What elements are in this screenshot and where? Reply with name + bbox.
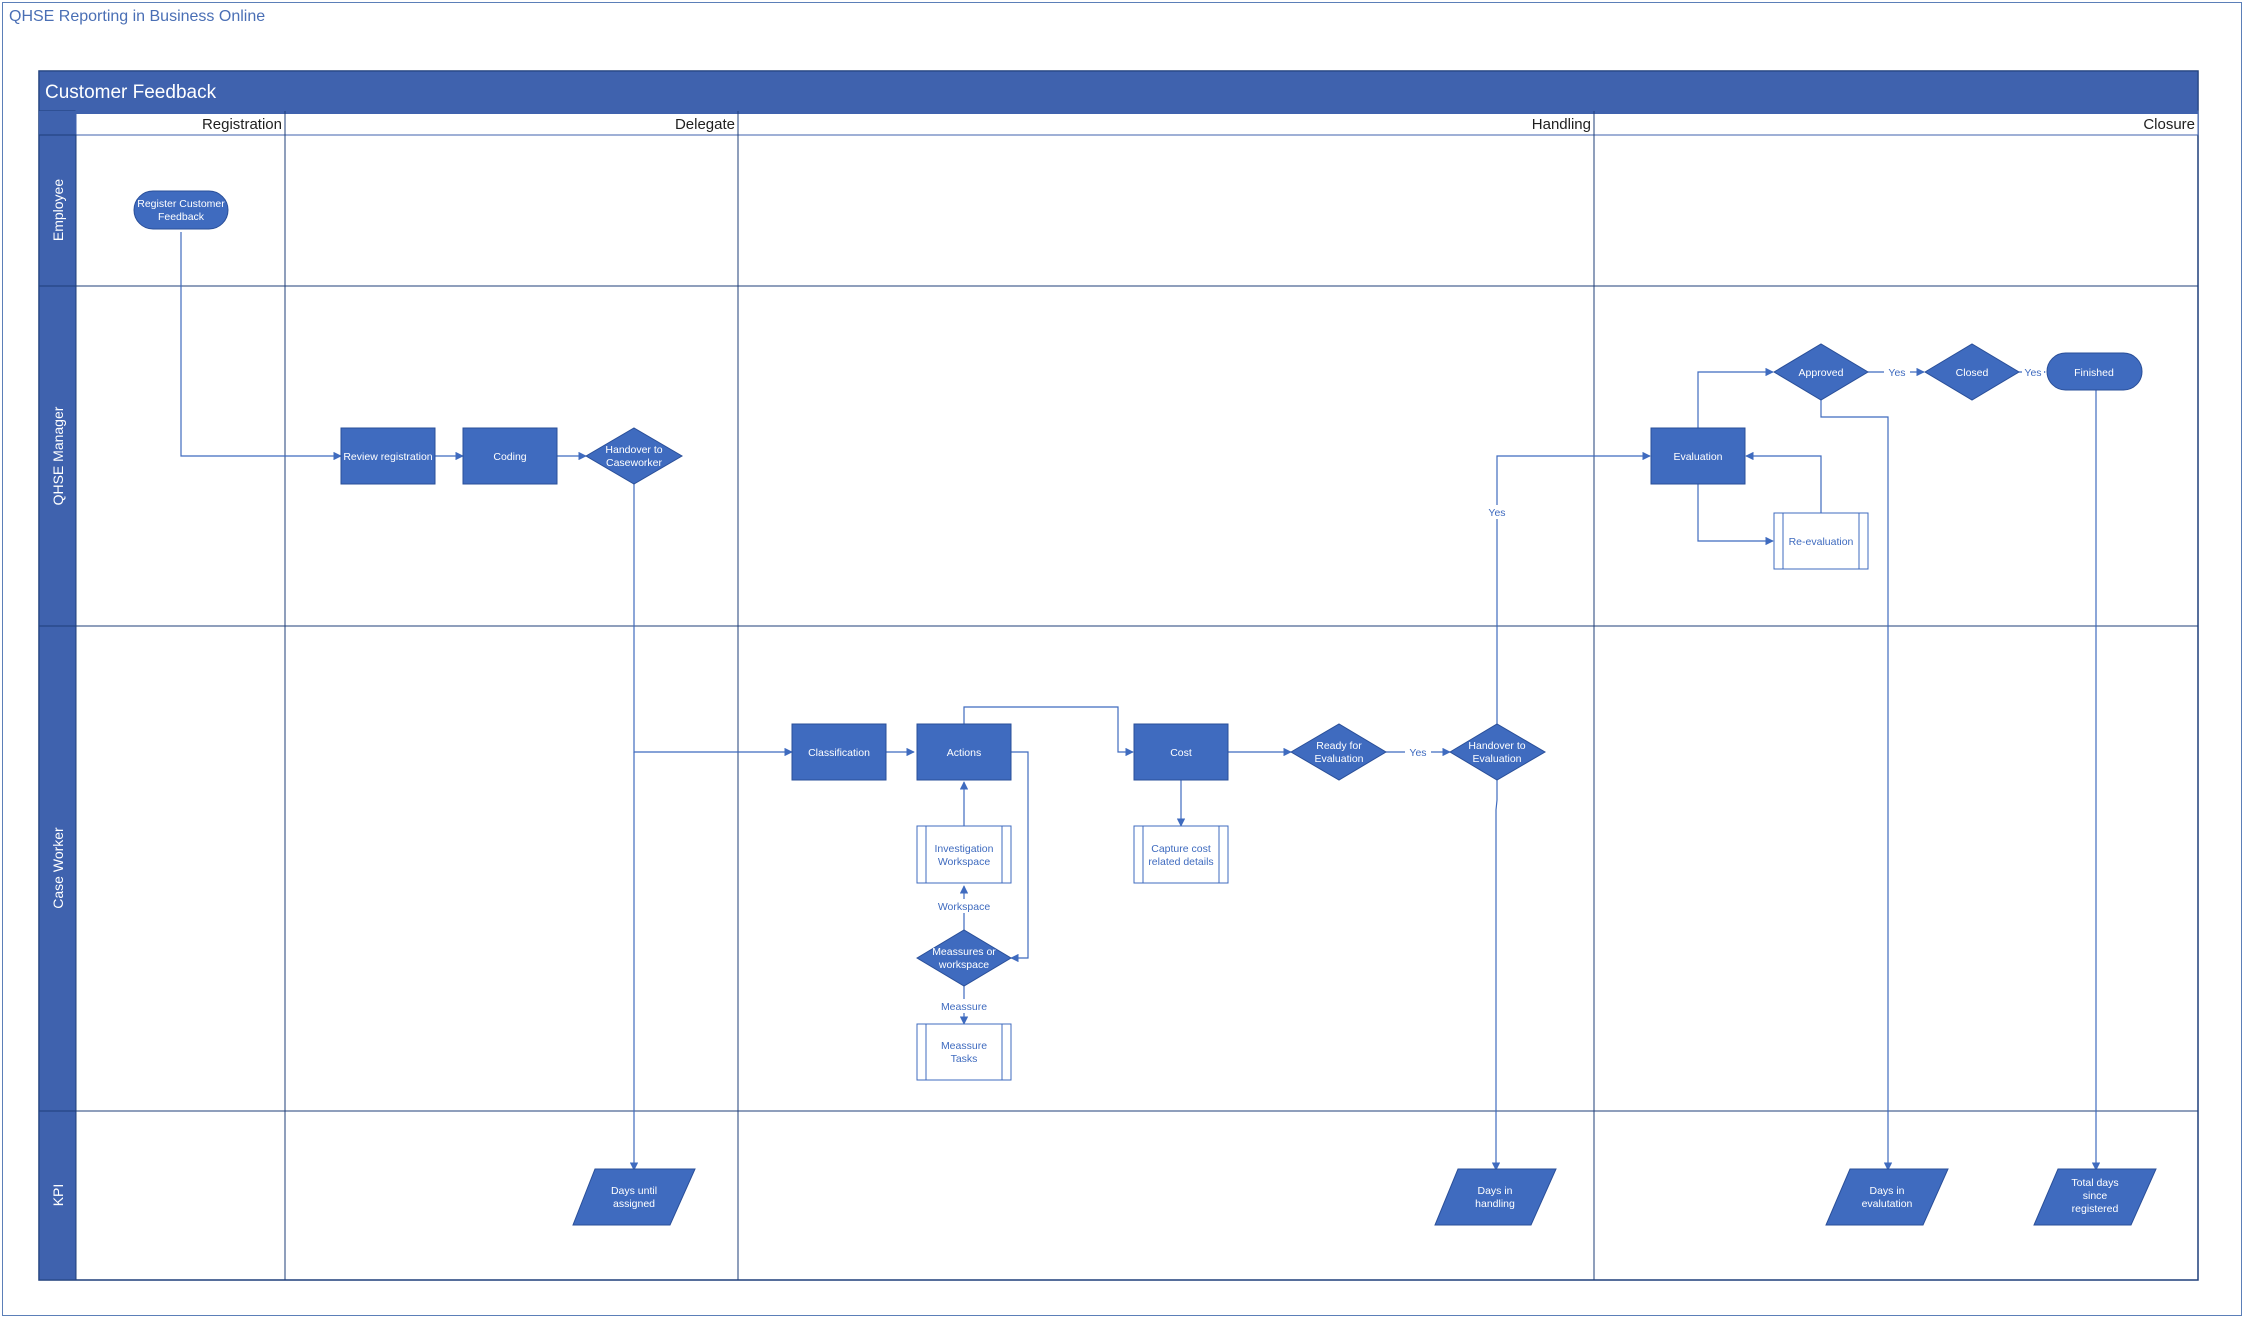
- node-closed-label: Closed: [1956, 367, 1989, 379]
- node-capture-cost-line-1: Capture cost: [1151, 843, 1211, 855]
- phase-handling-band: [737, 110, 1595, 136]
- page-title: QHSE Reporting in Business Online: [9, 8, 266, 25]
- kpi-total-days-since-registered[interactable]: Total days since registered: [2033, 1168, 2157, 1226]
- node-evaluation[interactable]: Evaluation: [1650, 427, 1746, 485]
- kpi-assigned-line-1: Days until: [611, 1185, 657, 1197]
- pool-title: Customer Feedback: [45, 82, 217, 103]
- edge-handover-eval-to-evaluation: [1496, 451, 1651, 724]
- edge-label-yes-closed-bg: [2022, 365, 2044, 379]
- node-finished-label: Finished: [2074, 367, 2114, 379]
- node-handover-to-evaluation[interactable]: Handover to Evaluation: [1449, 723, 1546, 781]
- lane-label-kpi: KPI: [50, 1184, 66, 1207]
- edge-label-yes-ready: Yes: [1409, 747, 1426, 759]
- lane-label-case-worker: Case Worker: [50, 827, 66, 909]
- kpi-evaluation-line-1: Days in: [1869, 1185, 1904, 1197]
- node-register-line-2: Feedback: [158, 211, 205, 223]
- kpi-total-line-2: since: [2083, 1190, 2108, 1202]
- node-handover-eval-line-1: Handover to: [1468, 740, 1525, 752]
- edge-actions-to-cost: [963, 706, 1134, 757]
- kpi-total-line-3: registered: [2072, 1203, 2119, 1215]
- node-reevaluation[interactable]: Re-evaluation: [1773, 512, 1869, 570]
- node-cost[interactable]: Cost: [1133, 723, 1229, 781]
- node-measures-decision-line-2: workspace: [938, 959, 989, 971]
- kpi-assigned-line-2: assigned: [613, 1198, 655, 1210]
- edge-label-yes-approved-bg: [1884, 365, 1910, 379]
- node-investigation-line-2: Workspace: [938, 856, 990, 868]
- kpi-days-until-assigned[interactable]: Days until assigned: [572, 1168, 696, 1226]
- node-evaluation-label: Evaluation: [1673, 451, 1722, 463]
- phase-label-registration: Registration: [202, 116, 282, 133]
- pool-frame: [38, 70, 2199, 1281]
- node-coding-label: Coding: [493, 451, 526, 463]
- edge-actions-to-decision: [1010, 751, 1029, 963]
- phase-label-closure: Closure: [2143, 116, 2195, 133]
- node-register-line-1: Register Customer: [137, 198, 225, 210]
- edge-label-yes-approved: Yes: [1888, 367, 1905, 379]
- node-classification[interactable]: Classification: [791, 723, 887, 781]
- node-investigation-workspace[interactable]: Investigation Workspace: [916, 825, 1012, 884]
- node-measures-decision-line-1: Meassures or: [932, 946, 996, 958]
- node-capture-cost-line-2: related details: [1148, 856, 1213, 868]
- kpi-days-in-handling[interactable]: Days in handling: [1434, 1168, 1557, 1226]
- node-handover-cw-line-2: Caseworker: [606, 457, 663, 469]
- edge-label-measure: Meassure: [941, 1001, 987, 1013]
- node-measures-or-workspace[interactable]: Meassures or workspace: [916, 929, 1012, 987]
- kpi-handling-line-1: Days in: [1477, 1185, 1512, 1197]
- edge-label-measure-bg: [939, 999, 989, 1013]
- node-handover-eval-line-2: Evaluation: [1472, 753, 1521, 765]
- edge-evaluation-to-approved: [1697, 367, 1774, 428]
- kpi-evaluation-line-2: evalutation: [1862, 1198, 1913, 1210]
- edge-label-workspace: Workspace: [938, 901, 990, 913]
- edge-evaluation-to-reevaluation: [1697, 484, 1774, 546]
- lane-label-employee: Employee: [50, 179, 66, 241]
- node-cost-label: Cost: [1170, 747, 1192, 759]
- edge-label-workspace-bg: [937, 899, 991, 913]
- node-register-customer-feedback[interactable]: Register Customer Feedback: [133, 190, 229, 230]
- edge-approved-to-kpi-evaluation: [1820, 400, 1893, 1171]
- phase-header-strip-top: [76, 111, 2198, 114]
- lane-header-kpi: [38, 1110, 77, 1281]
- node-ready-line-2: Evaluation: [1314, 753, 1363, 765]
- phase-delegate-band: [284, 110, 739, 136]
- node-approved-label: Approved: [1799, 367, 1844, 379]
- edge-handover-eval-to-kpi-handling: [1491, 780, 1501, 1171]
- node-actions-label: Actions: [947, 747, 981, 759]
- phase-label-delegate: Delegate: [675, 116, 735, 133]
- edge-label-yes-handover-bg: [1484, 505, 1510, 519]
- node-ready-for-evaluation[interactable]: Ready for Evaluation: [1290, 723, 1387, 781]
- edge-label-yes-closed: Yes: [2024, 367, 2041, 379]
- node-approved[interactable]: Approved: [1773, 343, 1869, 401]
- node-closed[interactable]: Closed: [1924, 343, 2020, 401]
- node-measure-tasks-line-1: Meassure: [941, 1040, 987, 1052]
- node-coding[interactable]: Coding: [462, 427, 558, 485]
- lane-label-qhse-manager: QHSE Manager: [50, 406, 66, 505]
- node-review-label: Review registration: [343, 451, 432, 463]
- edge-label-yes-ready-bg: [1405, 745, 1431, 759]
- node-reevaluation-label: Re-evaluation: [1789, 536, 1854, 548]
- pool-header: [38, 70, 2199, 112]
- node-ready-line-1: Ready for: [1316, 740, 1362, 752]
- node-actions[interactable]: Actions: [916, 723, 1012, 781]
- node-measure-tasks[interactable]: Meassure Tasks: [916, 1023, 1012, 1081]
- phase-header-corner: [39, 111, 76, 135]
- lane-header-employee: [38, 134, 77, 287]
- kpi-total-line-1: Total days: [2071, 1177, 2118, 1189]
- phase-label-handling: Handling: [1532, 116, 1591, 133]
- node-handover-to-caseworker[interactable]: Handover to Caseworker: [585, 427, 683, 485]
- edge-reevaluation-to-evaluation: [1745, 451, 1822, 513]
- node-capture-cost[interactable]: Capture cost related details: [1133, 825, 1229, 884]
- node-review-registration[interactable]: Review registration: [340, 427, 436, 485]
- node-measure-tasks-line-2: Tasks: [951, 1053, 978, 1065]
- edge-register-to-review: [180, 232, 342, 461]
- node-handover-cw-line-1: Handover to: [605, 444, 662, 456]
- edge-label-yes-handover: Yes: [1488, 507, 1505, 519]
- node-investigation-line-1: Investigation: [935, 843, 994, 855]
- node-classification-label: Classification: [808, 747, 870, 759]
- kpi-handling-line-2: handling: [1475, 1198, 1515, 1210]
- phase-closure-band: [1593, 110, 2199, 136]
- node-finished[interactable]: Finished: [2046, 352, 2143, 391]
- kpi-days-in-evaluation[interactable]: Days in evalutation: [1825, 1168, 1949, 1226]
